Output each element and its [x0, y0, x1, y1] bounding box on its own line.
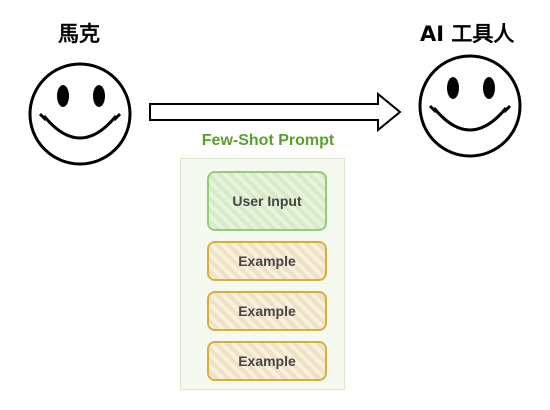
right-smiley-icon	[418, 54, 522, 158]
left-smiley-icon	[28, 62, 132, 166]
left-label: 馬克	[58, 22, 100, 46]
user-input-block: User Input	[207, 171, 327, 231]
example-block: Example	[207, 341, 327, 381]
right-label: AI 工具人	[420, 22, 515, 46]
example-block: Example	[207, 291, 327, 331]
prompt-title: Few-Shot Prompt	[201, 132, 335, 149]
example-block: Example	[207, 241, 327, 281]
right-arrow-icon	[149, 92, 402, 132]
prompt-panel: User Input Example Example Example	[180, 158, 345, 390]
